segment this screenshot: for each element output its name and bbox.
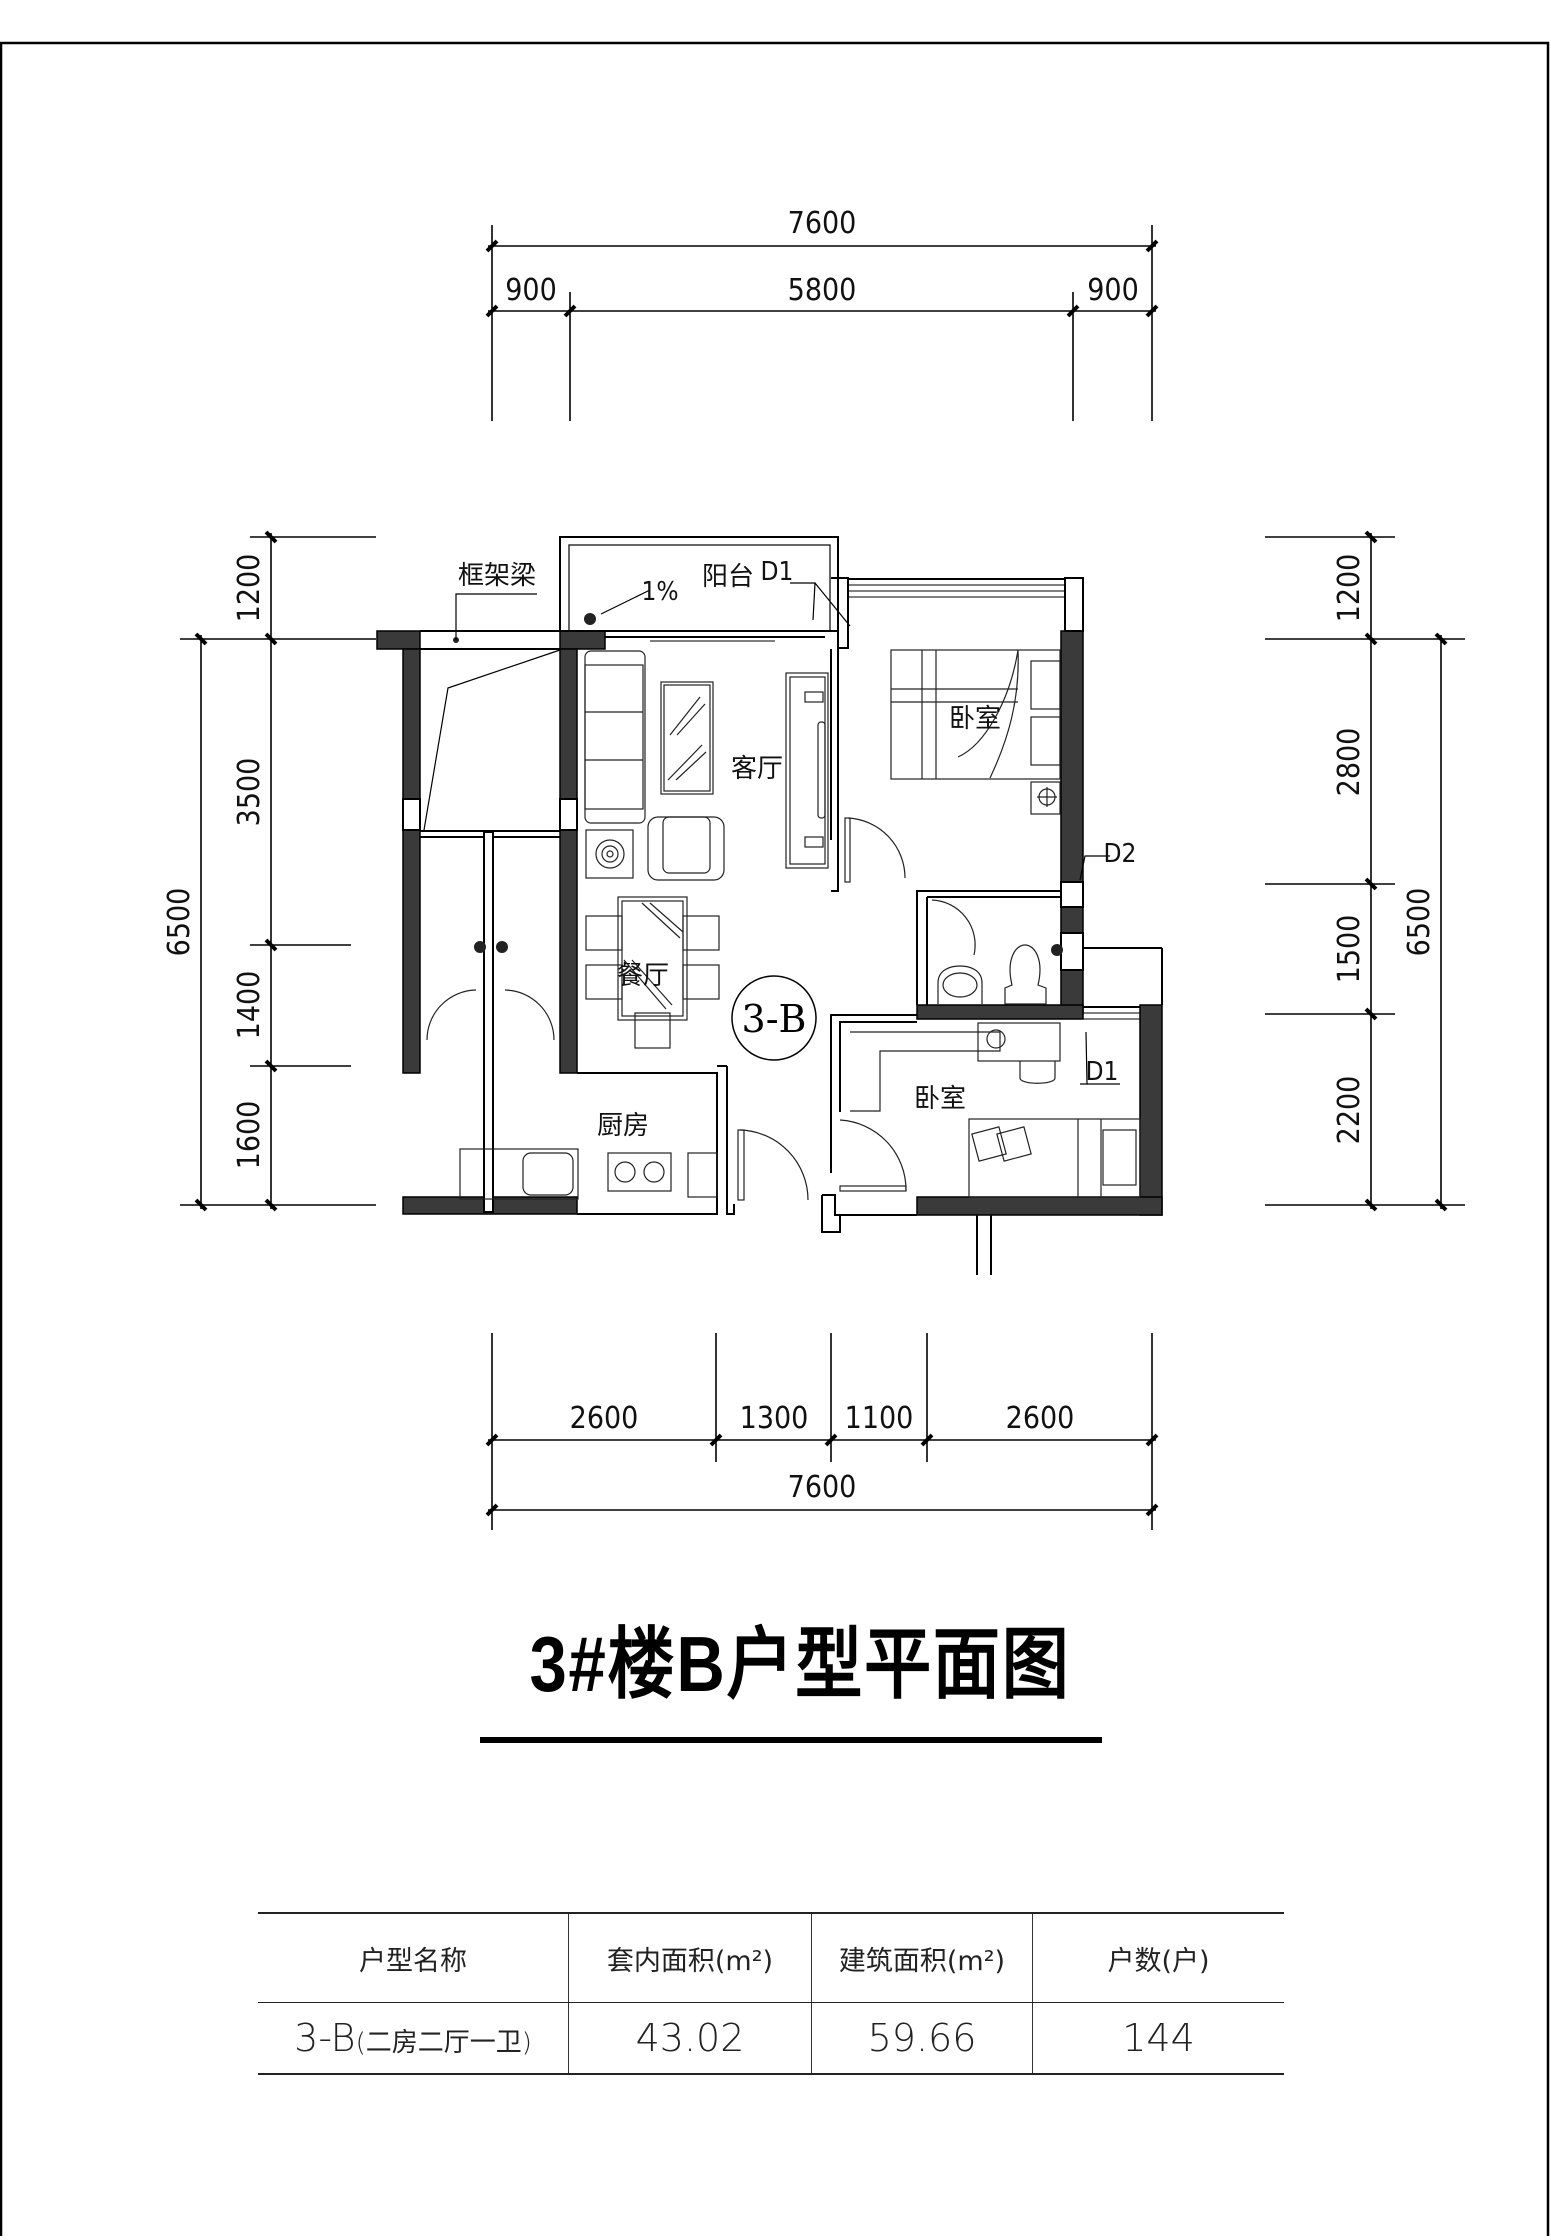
header-inner-area: 套内面积(m²)	[568, 1912, 812, 2003]
table-row: 3-B(二房二厅一卫) 43.02 59.66 144	[258, 2002, 1284, 2075]
unit-tag-circle	[731, 975, 817, 1061]
label-slope: 1%	[641, 577, 678, 607]
dim-left-total: 6500	[162, 888, 197, 957]
cell-inner-area: 43.02	[568, 2002, 812, 2075]
dim-right-4: 2200	[1332, 1076, 1367, 1145]
cell-building-area: 59.66	[811, 2002, 1033, 2075]
area-table: 户型名称 套内面积(m²) 建筑面积(m²) 户数(户) 3-B(二房二厅一卫)…	[258, 1912, 1284, 2075]
label-living-room: 客厅	[731, 754, 783, 784]
dim-right-1: 1200	[1332, 554, 1367, 623]
page-frame	[0, 41, 1550, 2240]
unit-tag: 3-B	[742, 997, 807, 1041]
dim-bottom-4: 2600	[1006, 1401, 1075, 1436]
dim-left-3: 1400	[232, 971, 267, 1040]
drawing-title: 3#楼B户型平面图	[529, 1620, 1071, 1708]
header-unit-name: 户型名称	[258, 1912, 569, 2003]
header-building-area: 建筑面积(m²)	[811, 1912, 1033, 2003]
label-kitchen: 厨房	[597, 1111, 649, 1141]
dim-right-total: 6500	[1402, 888, 1437, 957]
dim-left-2: 3500	[232, 758, 267, 827]
dimension-ticks	[194, 239, 1448, 1517]
label-bedroom-2: 卧室	[914, 1084, 966, 1114]
dim-bottom-2: 1300	[740, 1401, 809, 1436]
label-balcony: 阳台	[702, 562, 754, 592]
dim-bottom-3: 1100	[845, 1401, 914, 1436]
header-households: 户数(户)	[1032, 1912, 1284, 2003]
label-dining-room: 餐厅	[617, 961, 669, 991]
dim-left-1: 1200	[232, 554, 267, 623]
dim-bottom-1: 2600	[570, 1401, 639, 1436]
dim-top-1: 900	[505, 273, 557, 308]
title-underline	[480, 1737, 1102, 1743]
dim-top-total: 7600	[788, 206, 857, 241]
dim-right-3: 1500	[1332, 915, 1367, 984]
dim-left-4: 1600	[232, 1101, 267, 1170]
label-door-d1-top: D1	[761, 557, 794, 587]
label-bedroom-1: 卧室	[949, 704, 1001, 734]
unit-name: 3-B	[294, 2016, 356, 2060]
cell-households: 144	[1032, 2002, 1284, 2075]
label-door-d2: D2	[1104, 839, 1137, 869]
floor-drains	[453, 613, 1063, 956]
dim-top-2: 5800	[788, 273, 857, 308]
unit-note: (二房二厅一卫)	[355, 2028, 532, 2058]
walls	[376, 630, 1163, 1216]
furniture	[426, 649, 1141, 1201]
dim-right-2: 2800	[1332, 728, 1367, 797]
label-door-d1-bottom: D1	[1086, 1057, 1119, 1087]
cell-unit-name: 3-B(二房二厅一卫)	[258, 2002, 569, 2075]
outline-walls	[402, 536, 1163, 1275]
dim-bottom-total: 7600	[788, 1470, 857, 1505]
leader-lines	[455, 582, 1120, 1085]
dim-top-3: 900	[1087, 273, 1139, 308]
dimension-lines	[180, 225, 1465, 1530]
table-header-row: 户型名称 套内面积(m²) 建筑面积(m²) 户数(户)	[258, 1912, 1284, 2003]
label-frame-beam: 框架梁	[458, 561, 536, 591]
